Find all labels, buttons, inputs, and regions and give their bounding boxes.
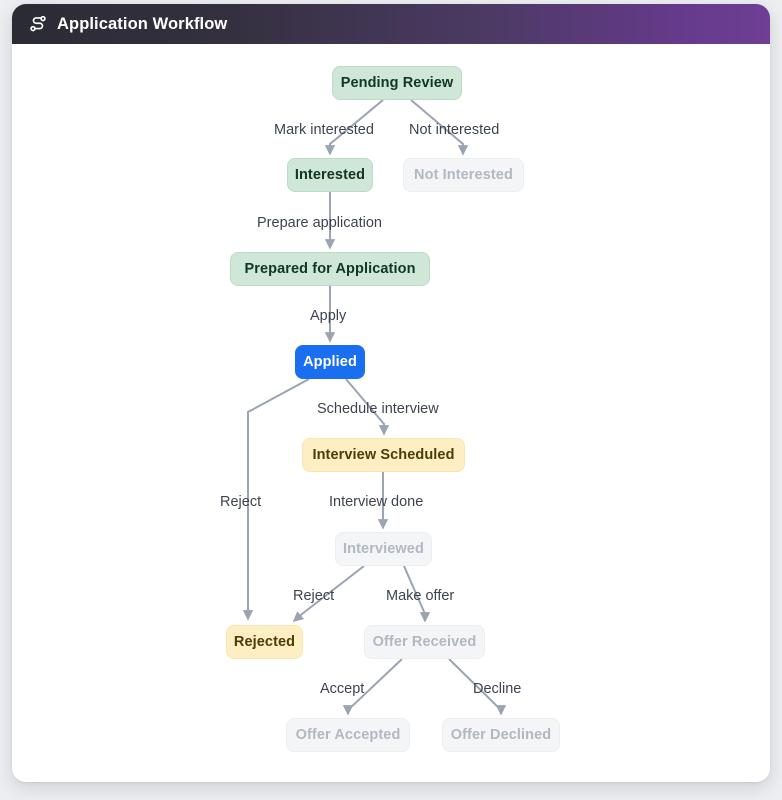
workflow-route-icon bbox=[30, 15, 46, 32]
node-interview-scheduled[interactable]: Interview Scheduled bbox=[302, 438, 465, 472]
edge-label-reject-from-applied: Reject bbox=[220, 494, 262, 510]
node-prepared-for-application[interactable]: Prepared for Application bbox=[230, 252, 430, 286]
edge-label-mark-interested: Mark interested bbox=[274, 122, 374, 138]
edge-label-not-interested: Not interested bbox=[409, 122, 500, 138]
node-interviewed[interactable]: Interviewed bbox=[335, 532, 432, 566]
edge-label-reject-from-interviewed: Reject bbox=[293, 588, 335, 604]
node-offer-received[interactable]: Offer Received bbox=[364, 625, 485, 659]
page-title: Application Workflow bbox=[57, 14, 228, 33]
card-header: Application Workflow bbox=[12, 4, 770, 44]
edge-label-make-offer: Make offer bbox=[386, 588, 455, 604]
node-not-interested[interactable]: Not Interested bbox=[403, 158, 524, 192]
node-rejected[interactable]: Rejected bbox=[226, 625, 303, 659]
edge-label-interview-done: Interview done bbox=[329, 494, 424, 510]
edge-label-apply: Apply bbox=[310, 308, 347, 324]
node-applied[interactable]: Applied bbox=[295, 345, 365, 379]
node-offer-declined[interactable]: Offer Declined bbox=[442, 718, 560, 752]
node-interested[interactable]: Interested bbox=[287, 158, 373, 192]
edge-label-schedule-interview: Schedule interview bbox=[317, 401, 439, 417]
edge-label-prepare-application: Prepare application bbox=[257, 215, 382, 231]
workflow-canvas: Pending Review Interested Not Interested… bbox=[12, 44, 770, 782]
workflow-card: Application Workflow bbox=[12, 4, 770, 782]
edge-label-decline: Decline bbox=[473, 681, 522, 697]
edge-label-accept: Accept bbox=[320, 681, 365, 697]
node-offer-accepted[interactable]: Offer Accepted bbox=[286, 718, 410, 752]
node-pending-review[interactable]: Pending Review bbox=[332, 66, 462, 100]
